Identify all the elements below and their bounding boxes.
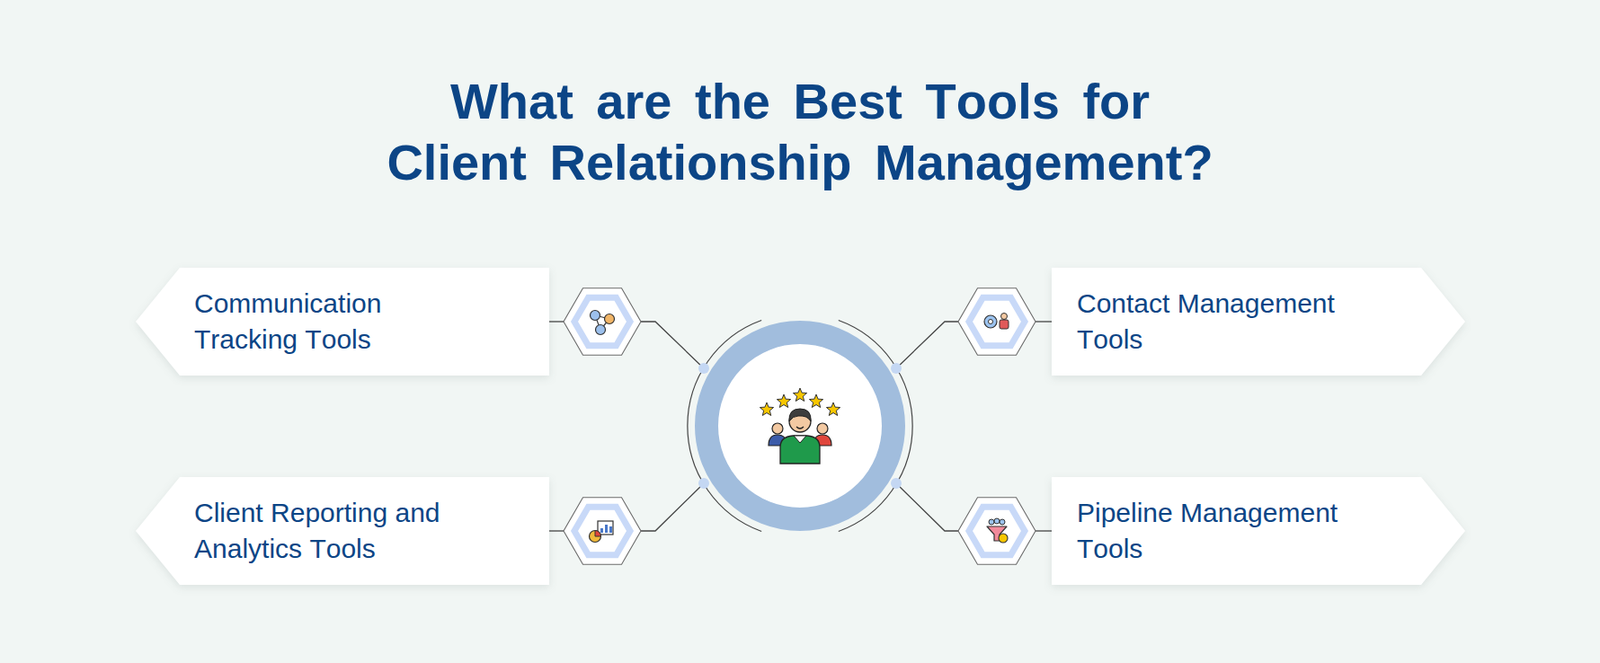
hub-dot: [698, 363, 710, 374]
hexagon-frame: [563, 288, 641, 356]
arrow-box-outline: [135, 477, 550, 586]
hub-ring: [706, 332, 894, 520]
arrow-box: Client Reporting and Analytics Tools: [135, 477, 550, 586]
node-label: Client Reporting and Analytics Tools: [194, 495, 473, 568]
star-symbol: [776, 394, 791, 409]
node-label: Communication Tracking Tools: [194, 285, 473, 358]
leader-line: [640, 321, 704, 369]
arrow-box-shape: [1051, 477, 1466, 586]
star-symbol: [759, 402, 774, 417]
star-symbol: [826, 402, 840, 417]
leader-line: [1035, 530, 1052, 532]
hub-dot: [698, 478, 710, 489]
node-label: Pipeline Management Tools: [1076, 495, 1356, 568]
arrow-box-outline: [1051, 267, 1466, 376]
gear-hub: [988, 320, 994, 325]
node-label: Contact Management Tools: [1076, 285, 1356, 358]
person-smile: [796, 426, 804, 429]
title: What are the Best Tools for Client Relat…: [378, 71, 1222, 194]
person-head: [817, 423, 828, 435]
arrow-box-shape: [1051, 267, 1466, 376]
hexagon-icon: [958, 288, 1036, 356]
hexagon-icon: [563, 288, 641, 356]
arrow-box: Communication Tracking Tools: [135, 267, 550, 376]
arrow-box: Pipeline Management Tools: [1051, 477, 1466, 586]
hexagon-icon: [958, 497, 1036, 565]
hub-dot: [890, 478, 902, 489]
person-head: [1001, 313, 1008, 320]
arrow-box-shape: [135, 477, 550, 586]
network-node: [604, 314, 615, 325]
client-rating-icon: [759, 388, 840, 464]
leader-line: [640, 483, 704, 532]
star-symbol: [792, 388, 807, 402]
person-collar: [793, 435, 807, 444]
hexagon-frame: [958, 288, 1036, 356]
person-hair: [789, 408, 811, 422]
leader-line: [896, 483, 959, 532]
chart-bar: [609, 526, 613, 534]
arrow-box-outline: [135, 267, 550, 376]
leader-line: [896, 321, 959, 369]
hexagon-frame: [563, 497, 641, 565]
coin-symbol: [998, 533, 1008, 543]
arrow-box-outline: [1051, 477, 1466, 586]
chart-bar: [604, 524, 608, 534]
pie-slice: [595, 531, 602, 538]
pie-chart: [589, 531, 602, 543]
hexagon-frame: [958, 497, 1036, 565]
person-body: [999, 320, 1009, 329]
leader-line: [1035, 320, 1052, 322]
leader-line: [549, 530, 564, 532]
arrow-box: Contact Management Tools: [1051, 267, 1466, 376]
person-head: [988, 519, 995, 525]
hub-dot: [890, 363, 902, 374]
person-head: [999, 519, 1005, 525]
person-body: [780, 435, 820, 464]
gear-symbol: [984, 315, 997, 329]
network-node: [590, 311, 601, 321]
network-node: [595, 325, 606, 336]
star-symbol: [808, 394, 823, 409]
person-head: [772, 423, 783, 435]
person-head: [994, 518, 1000, 525]
leader-line: [549, 320, 564, 322]
hexagon-icon: [563, 497, 641, 565]
chart-bar: [600, 528, 604, 534]
arrow-box-shape: [135, 267, 550, 376]
